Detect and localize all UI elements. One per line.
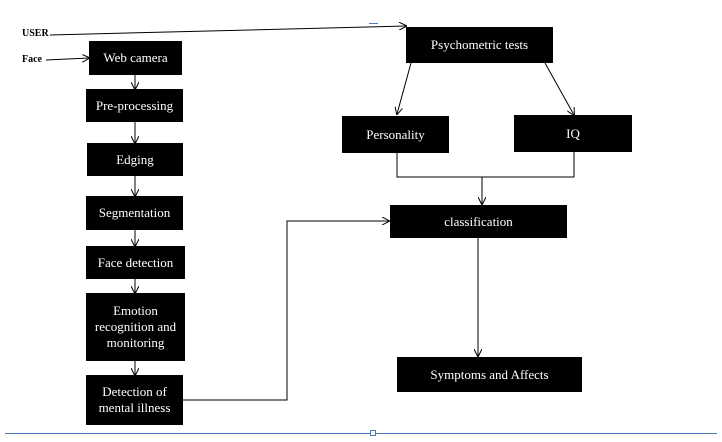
merge-personality-iq <box>396 152 575 178</box>
arrow-face-to-webcam <box>45 58 89 60</box>
node-symptoms-affects[interactable]: Symptoms and Affects <box>397 357 582 392</box>
node-psychometric-tests[interactable]: Psychometric tests <box>406 27 553 63</box>
arrow-detection-to-classification <box>183 221 389 401</box>
arrow-psychometric-to-iq <box>544 62 574 115</box>
node-preprocessing[interactable]: Pre-processing <box>86 89 183 122</box>
selection-baseline <box>5 433 717 434</box>
node-segmentation[interactable]: Segmentation <box>86 196 183 230</box>
node-personality[interactable]: Personality <box>342 116 449 153</box>
node-edging[interactable]: Edging <box>87 143 183 176</box>
label-face: Face <box>22 54 42 65</box>
arrow-psychometric-to-personality <box>397 62 412 114</box>
node-classification[interactable]: classification <box>390 205 567 238</box>
selection-dash <box>369 23 378 24</box>
resize-handle[interactable] <box>370 430 376 436</box>
node-web-camera[interactable]: Web camera <box>89 41 182 75</box>
node-detection-mental-illness[interactable]: Detection of mental illness <box>86 375 183 425</box>
label-user: USER <box>22 28 49 39</box>
arrow-user-to-psychometric <box>49 26 406 36</box>
node-iq[interactable]: IQ <box>514 115 632 152</box>
node-emotion-recognition[interactable]: Emotion recognition and monitoring <box>86 293 185 361</box>
node-face-detection[interactable]: Face detection <box>86 246 185 279</box>
